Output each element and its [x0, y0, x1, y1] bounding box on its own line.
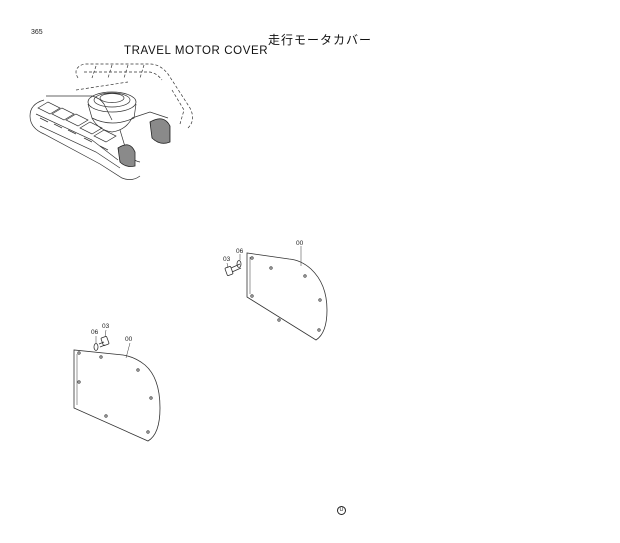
travel-motor-cover-plate-lower: [73, 349, 161, 442]
bolt-hole: [146, 430, 150, 434]
travel-motor-cover-plate-upper: [246, 252, 328, 341]
cover-assembly-lower: [73, 329, 161, 442]
callout-bolt-upper: 03: [223, 256, 231, 263]
bolt-hole: [149, 396, 153, 400]
bolt-hole: [250, 294, 254, 298]
title-english: TRAVEL MOTOR COVER: [124, 45, 269, 57]
bolt-hole: [99, 355, 103, 359]
bolt-hole: [317, 328, 321, 332]
center-frame: [87, 91, 169, 163]
bolt-hole: [303, 274, 307, 278]
far-track-outline: [75, 63, 193, 129]
undercarriage-overview: [29, 63, 193, 180]
bolt-hole: [250, 256, 254, 260]
callout-washer-upper: 06: [236, 248, 244, 255]
travel-motor-cover-near-highlight: [117, 144, 136, 167]
callout-cover-upper: 00: [296, 240, 304, 247]
cover-assembly-upper: [224, 246, 328, 341]
callout-washer-lower: 06: [91, 329, 99, 336]
travel-motor-cover-far-highlight: [149, 118, 171, 144]
footer-revision-mark: U: [337, 506, 346, 515]
title-japanese: 走行モータカバー: [267, 33, 372, 47]
bolt-hole: [77, 351, 81, 355]
washer-upper: [236, 260, 242, 268]
bolt-upper: [224, 263, 242, 276]
bolt-hole: [136, 368, 140, 372]
callout-cover-lower: 00: [125, 336, 133, 343]
near-track-outline: [29, 95, 141, 180]
bolt-hole: [77, 380, 81, 384]
page-number: 365: [31, 29, 43, 36]
bolt-hole: [277, 318, 281, 322]
bolt-lower: [98, 336, 110, 348]
bolt-hole: [104, 414, 108, 418]
bolt-hole: [269, 266, 273, 270]
callout-bolt-lower: 03: [102, 323, 110, 330]
washer-lower: [93, 343, 99, 351]
bolt-hole: [318, 298, 322, 302]
